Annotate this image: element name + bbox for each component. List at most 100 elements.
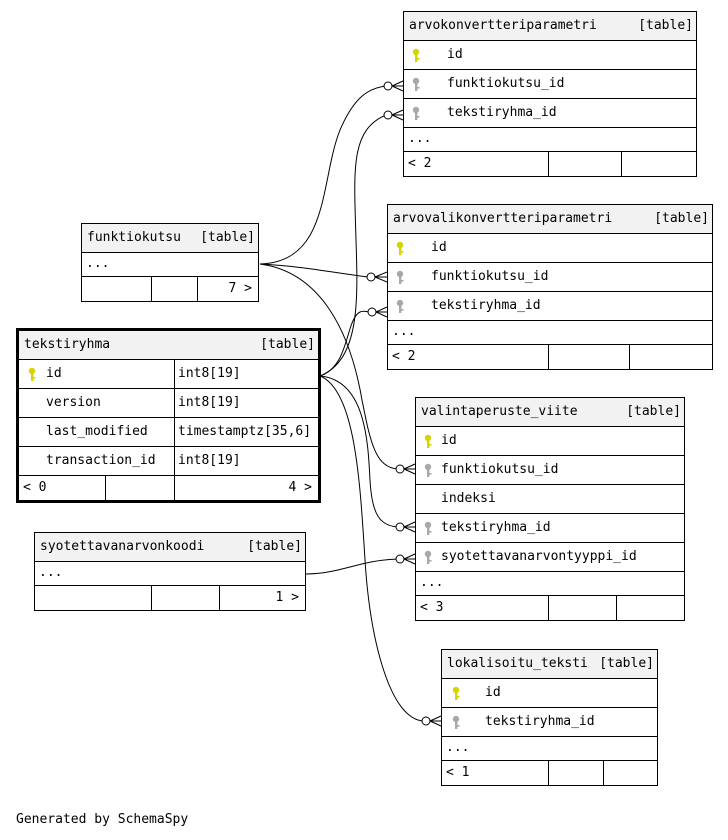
column-name: id xyxy=(485,685,501,700)
table-tag: [table] xyxy=(599,656,654,671)
edge-funktiokutsu-valintaperuste xyxy=(259,263,399,470)
foreign-key-icon xyxy=(424,550,432,564)
column-name: funktiokutsu_id xyxy=(447,76,565,91)
more-columns: ... xyxy=(35,562,305,586)
primary-key-icon xyxy=(424,434,432,448)
child-count[interactable]: 1 > xyxy=(275,590,299,605)
more-columns: ... xyxy=(388,321,712,345)
column-row: id xyxy=(416,427,684,456)
table-header: valintaperuste_viite [table] xyxy=(416,398,684,427)
column-row: syotettavanarvontyyppi_id xyxy=(416,543,684,572)
table-footer: < 1 xyxy=(442,761,657,785)
table-tag: [table] xyxy=(654,211,709,226)
edge-tekstiryhma-valintaperuste xyxy=(319,375,399,528)
table-lokalisoitu-teksti[interactable]: lokalisoitu_teksti [table] id tekstiryhm… xyxy=(441,649,658,786)
edge-tekstiryhma-arvovali xyxy=(319,310,371,377)
table-tekstiryhma[interactable]: tekstiryhma [table] id int8[19] version … xyxy=(16,328,321,503)
table-header: funktiokutsu [table] xyxy=(82,224,258,253)
table-valintaperuste-viite[interactable]: valintaperuste_viite [table] id funktiok… xyxy=(415,397,685,621)
column-row: tekstiryhma_id xyxy=(388,292,712,321)
column-name: id xyxy=(46,366,62,381)
column-row: last_modified timestamptz[35,6] xyxy=(19,418,318,447)
column-type: int8[19] xyxy=(174,389,241,417)
table-tag: [table] xyxy=(247,539,302,554)
table-header: arvokonvertteriparametri [table] xyxy=(404,12,696,41)
column-name: id xyxy=(441,433,457,448)
table-name[interactable]: funktiokutsu xyxy=(87,230,181,245)
table-footer: 7 > xyxy=(82,277,258,301)
column-name: transaction_id xyxy=(46,453,156,468)
primary-key-icon xyxy=(452,686,460,700)
edge-tekstiryhma-arvokonvertteri xyxy=(319,114,387,377)
edge-funktiokutsu-arvovali xyxy=(259,263,369,278)
table-name[interactable]: arvovalikonvertteriparametri xyxy=(393,211,613,226)
table-name[interactable]: lokalisoitu_teksti xyxy=(447,656,588,671)
edge-tekstiryhma-lokalisoitu xyxy=(319,375,425,722)
column-row: version int8[19] xyxy=(19,389,318,418)
edge-syotettava-valintaperuste xyxy=(305,558,399,575)
table-arvokonvertteriparametri[interactable]: arvokonvertteriparametri [table] id funk… xyxy=(403,11,697,177)
foreign-key-icon xyxy=(396,270,404,284)
table-name[interactable]: syotettavanarvonkoodi xyxy=(40,539,205,554)
primary-key-icon xyxy=(396,241,404,255)
parent-count[interactable]: < 3 xyxy=(420,600,444,615)
column-name: id xyxy=(431,240,447,255)
foreign-key-icon xyxy=(424,463,432,477)
table-footer: < 0 4 > xyxy=(19,476,318,500)
column-name: tekstiryhma_id xyxy=(441,520,551,535)
column-name: last_modified xyxy=(46,424,148,439)
child-count[interactable]: 7 > xyxy=(228,281,252,296)
column-name: tekstiryhma_id xyxy=(431,298,541,313)
parent-count[interactable]: < 1 xyxy=(446,765,470,780)
table-footer: < 2 xyxy=(404,152,696,176)
primary-key-icon xyxy=(28,367,36,381)
table-name[interactable]: valintaperuste_viite xyxy=(421,404,578,419)
table-name[interactable]: arvokonvertteriparametri xyxy=(409,18,597,33)
column-name: tekstiryhma_id xyxy=(447,105,557,120)
generated-by-footer: Generated by SchemaSpy xyxy=(16,812,189,827)
table-footer: 1 > xyxy=(35,586,305,610)
column-name: indeksi xyxy=(441,491,496,506)
parent-count[interactable]: < 2 xyxy=(408,156,432,171)
column-name: tekstiryhma_id xyxy=(485,714,595,729)
table-syotettavanarvonkoodi[interactable]: syotettavanarvonkoodi [table] ... 1 > xyxy=(34,532,306,611)
table-header: tekstiryhma [table] xyxy=(19,331,318,360)
column-name: syotettavanarvontyyppi_id xyxy=(441,549,637,564)
table-tag: [table] xyxy=(260,337,315,352)
column-row: id xyxy=(404,41,696,70)
foreign-key-icon xyxy=(396,299,404,313)
column-row: funktiokutsu_id xyxy=(388,263,712,292)
table-header: syotettavanarvonkoodi [table] xyxy=(35,533,305,562)
foreign-key-icon xyxy=(412,77,420,91)
column-type: int8[19] xyxy=(174,447,241,475)
column-name: id xyxy=(447,47,463,62)
table-funktiokutsu[interactable]: funktiokutsu [table] ... 7 > xyxy=(81,223,259,302)
child-count[interactable]: 4 > xyxy=(288,480,312,495)
column-type: timestamptz[35,6] xyxy=(174,418,311,446)
foreign-key-icon xyxy=(452,715,460,729)
column-row: id int8[19] xyxy=(19,360,318,389)
table-footer: < 3 xyxy=(416,596,684,620)
table-name[interactable]: tekstiryhma xyxy=(24,337,111,352)
column-name: version xyxy=(46,395,101,410)
parent-count[interactable]: < 0 xyxy=(23,480,47,495)
more-columns: ... xyxy=(82,253,258,277)
column-row: id xyxy=(442,679,657,708)
column-name: funktiokutsu_id xyxy=(431,269,549,284)
foreign-key-icon xyxy=(412,106,420,120)
parent-count[interactable]: < 2 xyxy=(392,349,416,364)
foreign-key-icon xyxy=(424,521,432,535)
more-columns: ... xyxy=(404,128,696,152)
table-header: lokalisoitu_teksti [table] xyxy=(442,650,657,679)
table-tag: [table] xyxy=(638,18,693,33)
table-arvovalikonvertteriparametri[interactable]: arvovalikonvertteriparametri [table] id … xyxy=(387,204,713,370)
column-row: transaction_id int8[19] xyxy=(19,447,318,476)
table-header: arvovalikonvertteriparametri [table] xyxy=(388,205,712,234)
column-row: tekstiryhma_id xyxy=(404,99,696,128)
primary-key-icon xyxy=(412,48,420,62)
table-footer: < 2 xyxy=(388,345,712,369)
column-row: funktiokutsu_id xyxy=(416,456,684,485)
table-tag: [table] xyxy=(200,230,255,245)
more-columns: ... xyxy=(442,737,657,761)
